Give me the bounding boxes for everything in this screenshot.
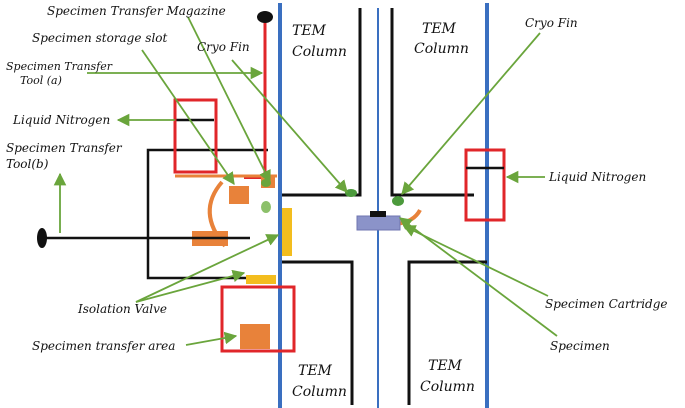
arrow-isolation-valve-2	[135, 269, 246, 303]
arrow-storage-slot	[141, 49, 235, 186]
label-cartridge: Specimen Cartridge	[545, 297, 668, 311]
arrow-cryo-fin-right	[401, 32, 541, 195]
tool-a-knob[interactable]	[257, 11, 273, 23]
isolation-valve-vertical	[282, 208, 292, 256]
label-tool-a-line2: Tool (a)	[20, 74, 62, 87]
column-label-bottom-left-2: Column	[292, 384, 347, 400]
magazine-specimen-block	[229, 186, 249, 204]
lower-right-pole-piece	[407, 260, 487, 405]
label-cryo-fin-right: Cryo Fin	[525, 16, 578, 30]
column-label-bottom-right-1: TEM	[428, 358, 463, 374]
label-tool-a-line1: Specimen Transfer	[6, 60, 113, 73]
label-transfer-area: Specimen transfer area	[32, 339, 175, 353]
specimen	[370, 211, 386, 217]
label-cryo-fin-left: Cryo Fin	[197, 40, 250, 54]
arrow-magazine	[187, 16, 271, 184]
left-ln-dewar	[173, 98, 218, 174]
lower-left-pole-piece	[282, 260, 354, 405]
airlock-chamber-outline	[146, 148, 268, 280]
column-label-top-right-2: Column	[414, 41, 469, 57]
column-label-top-left-2: Column	[292, 44, 347, 60]
label-magazine: Specimen Transfer Magazine	[47, 4, 226, 18]
column-label-bottom-right-2: Column	[420, 379, 475, 395]
label-tool-b-line2: Tool(b)	[6, 157, 49, 171]
upper-left-pole-piece	[282, 8, 362, 197]
right-ln-dewar	[464, 148, 506, 222]
tool-b-knob[interactable]	[37, 228, 47, 248]
label-tool-b-line1: Specimen Transfer	[6, 141, 123, 155]
arrow-isolation-valve-1	[135, 234, 280, 303]
column-label-top-right-1: TEM	[422, 21, 457, 37]
label-storage-slot: Specimen storage slot	[32, 31, 168, 45]
label-ln-right: Liquid Nitrogen	[548, 170, 646, 184]
arrow-specimen	[398, 217, 558, 337]
column-label-bottom-left-1: TEM	[298, 363, 333, 379]
arrow-cryo-fin-left	[231, 59, 348, 193]
upper-right-pole-piece	[390, 8, 474, 197]
arrow-cartridge	[402, 225, 549, 297]
arrow-transfer-area	[185, 331, 238, 346]
isolation-valve-horizontal	[246, 275, 276, 284]
label-specimen: Specimen	[550, 339, 610, 353]
transfer-area-specimen	[240, 324, 270, 349]
specimen-cartridge	[356, 215, 401, 231]
column-label-top-left-1: TEM	[292, 23, 327, 39]
transfer-area-box	[220, 285, 296, 353]
storage-slot-dot-lower	[261, 201, 271, 213]
cryo-fin-left	[345, 189, 357, 197]
label-ln-left: Liquid Nitrogen	[12, 113, 110, 127]
cryo-fin-right	[392, 196, 404, 206]
label-isolation-valve: Isolation Valve	[77, 302, 167, 316]
